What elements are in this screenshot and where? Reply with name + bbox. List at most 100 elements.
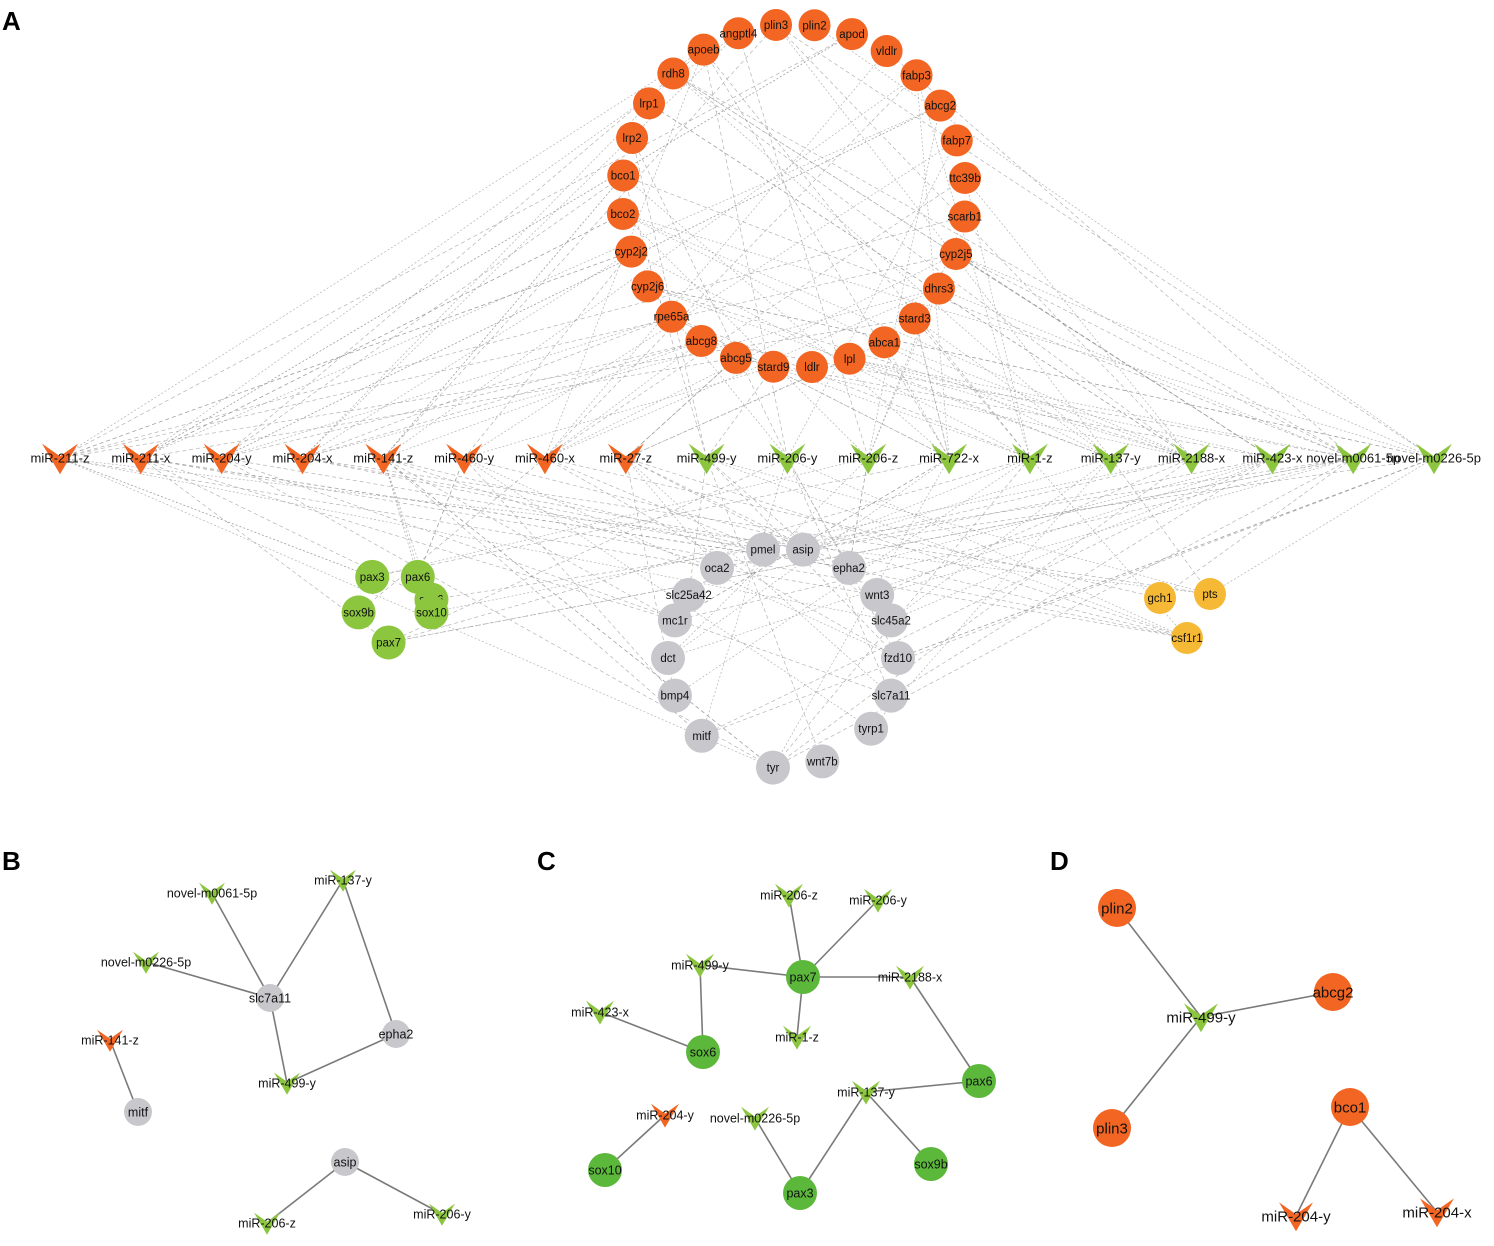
edge-mir-137-y-gry-asip — [802, 457, 1111, 551]
panel-b-edges — [109, 879, 443, 1224]
gene-asip-label: asip — [792, 545, 813, 557]
gene-mc1r-label: mc1r — [662, 615, 688, 627]
gene-gch1-label: gch1 — [1148, 593, 1173, 605]
edge-mir-460-x-lip-abcg8 — [544, 340, 702, 459]
gene-slc25a42-label: slc25a42 — [666, 590, 712, 602]
mirna-mir-499-y-label: miR-499-y — [258, 1076, 316, 1090]
gene-sox9b: sox9b — [914, 1147, 948, 1181]
gene-rdh8-label: rdh8 — [662, 68, 685, 80]
mirna-novel-m0226-5p: novel-m0226-5p — [710, 1106, 800, 1131]
mirna-mir-460-x-symbol — [526, 443, 563, 475]
edge-mir-27-z-yel-csf1r1 — [625, 457, 1188, 639]
gene-pax7-label: pax7 — [789, 970, 816, 984]
edge-mir-211-z-lip-cyp2j2 — [59, 251, 632, 459]
edge-mir-137-y-yel-pts — [1110, 457, 1211, 595]
mirna-mir-206-z: miR-206-z — [760, 883, 818, 908]
gene-lpl: lpl — [833, 342, 866, 375]
edge-mir-1-z-lip-cyp2j2 — [631, 251, 1031, 459]
gene-dhrs3-circle — [922, 272, 955, 305]
gene-sox9b-label: sox9b — [343, 607, 374, 619]
panel-b-network: novel-m0061-5p miR-137-y novel-m0226-5p slc… — [81, 869, 472, 1235]
mirna-mir-499-y: miR-499-y — [1166, 1003, 1236, 1033]
edge-mir-460-y-gry-bmp4 — [463, 457, 676, 696]
gene-dhrs3: dhrs3 — [922, 272, 955, 305]
gene-epha2-label: epha2 — [833, 563, 865, 575]
mirna-mir-499-y-label: miR-499-y — [671, 958, 729, 972]
edge-mir-460-x-lip-fabp3 — [544, 75, 917, 459]
gene-plin2: plin2 — [1098, 889, 1136, 927]
gene-lrp1-circle — [633, 87, 666, 120]
mirna-mir-206-z-symbol — [775, 883, 803, 908]
gene-lrp1-label: lrp1 — [639, 98, 658, 110]
gene-dct-label: dct — [660, 653, 676, 665]
mirna-mir-137-y: miR-137-y — [314, 869, 373, 892]
edge-novel-m0061-5p-lip-vldlr — [886, 50, 1354, 459]
gene-slc25a42-circle — [671, 577, 706, 612]
gene-dct-circle — [651, 641, 685, 675]
edge-bco1-mir-204-y — [1295, 1106, 1351, 1217]
edge-mir-137-y-gry-tyrp1 — [870, 457, 1111, 729]
gene-slc45a2: slc45a2 — [871, 603, 911, 638]
edge-mir-204-x-yel-pts — [302, 457, 1211, 595]
gene-dhrs3-label: dhrs3 — [925, 284, 954, 296]
mirna-novel-m0061-5p-symbol — [199, 882, 225, 905]
mirna-novel-m0061-5p: novel-m0061-5p — [167, 882, 257, 905]
edge-mir-137-y-gry-slc45a2 — [890, 457, 1111, 621]
gene-ttc39b: ttc39b — [949, 162, 982, 195]
gene-fabp3: fabp3 — [900, 59, 933, 92]
mirna-mir-2188-x-label: miR-2188-x — [1158, 451, 1226, 466]
panel-letter-d: D — [1050, 846, 1069, 876]
gene-cyp2j5-circle — [939, 238, 972, 271]
edge-novel-m0061-5p-slc7a11 — [211, 892, 271, 999]
edge-mir-211-x-lip-abcg5 — [140, 357, 737, 459]
edge-novel-m0061-5p-lip-lpl — [849, 358, 1354, 459]
gene-oca2-circle — [700, 550, 735, 585]
mirna-mir-204-y-symbol — [1279, 1202, 1313, 1232]
mirna-mir-204-x-label: miR-204-x — [1402, 1204, 1472, 1221]
gene-wnt3-label: wnt3 — [864, 590, 889, 602]
edge-mir-204-x-lip-abcg8 — [302, 340, 702, 459]
edge-mir-27-z-lip-abcg5 — [625, 357, 737, 459]
gene-slc7a11-label: slc7a11 — [249, 991, 291, 1005]
edge-mir-460-y-lip-stard9 — [464, 366, 774, 459]
gene-lrp2-circle — [616, 121, 649, 154]
gene-bco2: bco2 — [606, 197, 639, 230]
gene-ldlr: ldlr — [795, 351, 828, 384]
gene-abcg8: abcg8 — [685, 324, 718, 357]
edge-mir-137-y-lip-lpl — [849, 358, 1111, 459]
edge-abcg2-mir-499-y — [1200, 991, 1334, 1018]
mirna-mir-137-y-symbol — [852, 1080, 880, 1105]
gene-cyp2j5: cyp2j5 — [939, 238, 973, 271]
panel-letter-b: B — [2, 846, 21, 876]
mirna-novel-m0226-5p-symbol — [133, 951, 159, 974]
edge-mir-211-z-lip-apod — [59, 33, 853, 459]
gene-rpe65a-label: rpe65a — [654, 312, 690, 324]
gene-pmel-circle — [746, 532, 781, 567]
gene-bmp4: bmp4 — [657, 678, 692, 713]
gene-apoeb-label: apoeb — [688, 45, 720, 57]
gene-mitf-label: mitf — [128, 1105, 149, 1119]
gene-bco1: bco1 — [607, 159, 640, 192]
gene-tyrp1-label: tyrp1 — [858, 724, 884, 736]
mirna-mir-206-y-label: miR-206-y — [849, 893, 907, 907]
gene-abca1: abca1 — [868, 326, 901, 359]
mirna-novel-m0061-5p-label: novel-m0061-5p — [167, 886, 257, 900]
mirna-mir-137-y-label: miR-137-y — [1081, 451, 1141, 466]
gene-bco1-circle — [1331, 1088, 1369, 1126]
mirna-novel-m0226-5p: novel-m0226-5p — [101, 951, 191, 974]
gene-oca2: oca2 — [700, 550, 735, 585]
panel-d-edges — [1111, 907, 1438, 1217]
edge-mir-1-z-lip-rpe65a — [671, 316, 1031, 459]
mirna-mir-204-y-label: miR-204-y — [636, 1108, 694, 1122]
gene-asip: asip — [785, 532, 820, 567]
edge-mir-211-z-yel-pts — [59, 457, 1211, 595]
mirna-mir-141-z-label: miR-141-z — [81, 1033, 139, 1047]
gene-lpl-label: lpl — [844, 354, 856, 366]
edge-mir-2188-x-gry-asip — [802, 457, 1192, 551]
gene-apod: apod — [836, 18, 869, 51]
edge-mir-206-y-gry-epha2 — [787, 457, 850, 569]
edge-mir-460-x-gry-pmel — [544, 457, 764, 550]
mirna-mir-206-y: miR-206-y — [849, 888, 908, 913]
